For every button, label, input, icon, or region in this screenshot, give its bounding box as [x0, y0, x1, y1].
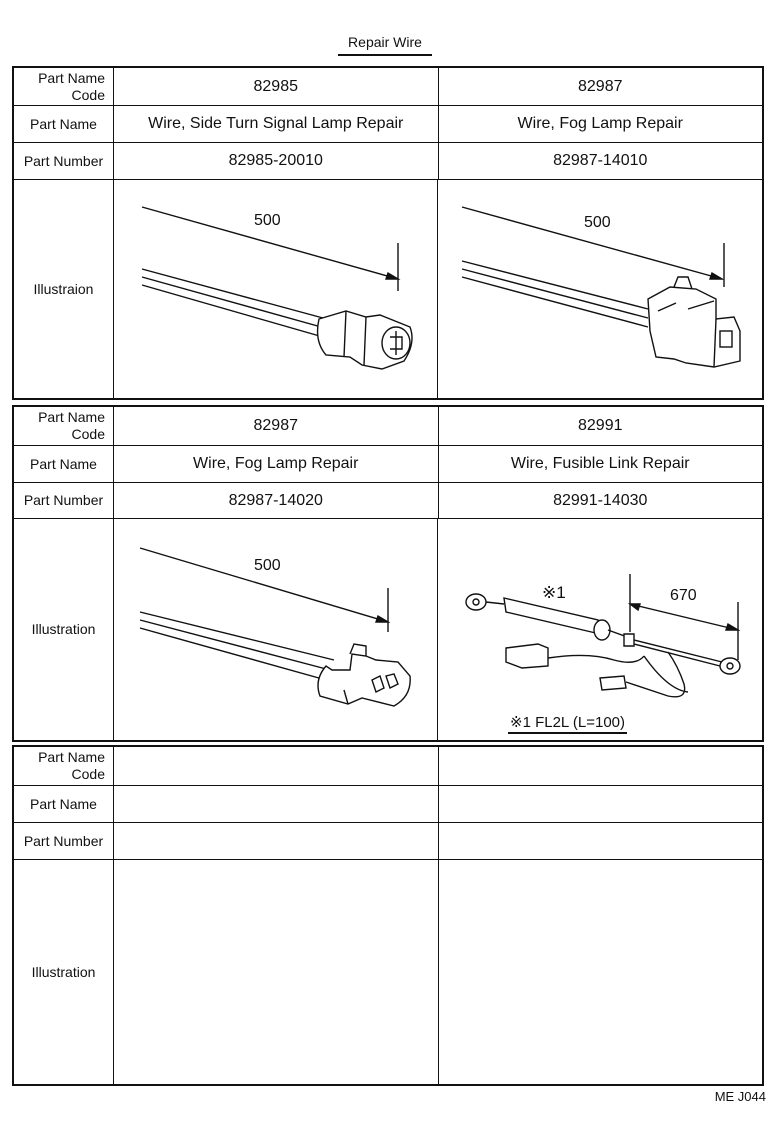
part-code-cell	[114, 747, 438, 785]
dimension-label: 500	[254, 557, 281, 574]
part-name-cell: Wire, Side Turn Signal Lamp Repair	[148, 115, 404, 132]
part-code-row: Part Name Code 82985 82987	[14, 68, 762, 106]
part-name-cell: Wire, Fog Lamp Repair	[193, 455, 359, 472]
parts-table-block-1: Part Name Code 82985 82987 Part Name Wir…	[12, 66, 764, 400]
part-number-cell: 82987-14010	[437, 143, 763, 179]
dimension-label: 500	[584, 214, 611, 231]
label-line-2: Code	[71, 426, 105, 442]
part-number-cell	[114, 823, 438, 859]
wire-connector-drawing	[141, 206, 413, 370]
part-name-code-label: Part Name Code	[14, 407, 114, 445]
part-name-code-label: Part Name Code	[14, 747, 114, 785]
parts-table-block-3: Part Name Code Part Name Part Number Ill…	[12, 745, 764, 1086]
part-name-cell: Wire, Fusible Link Repair	[437, 446, 763, 482]
part-number-label: Part Number	[14, 143, 114, 179]
part-number-cell: 82985-20010	[228, 152, 323, 169]
illustration-row: Illustration 500	[14, 519, 762, 740]
page-footer-code: ME J044	[714, 1089, 766, 1104]
label-line-1: Part Name	[38, 69, 105, 86]
illustration-row: Illustraion 500	[14, 180, 762, 398]
dimension-label: 670	[670, 587, 697, 604]
illustration-label: Illustration	[14, 519, 114, 740]
parts-table-block-2: Part Name Code 82987 82991 Part Name Wir…	[12, 405, 764, 742]
part-number-cell	[437, 823, 763, 859]
part-number-label: Part Number	[14, 483, 114, 518]
part-number-cell: 82991-14030	[437, 483, 763, 518]
part-number-row: Part Number 82987-14020 82991-14030	[14, 483, 762, 519]
part-number-row: Part Number 82985-20010 82987-14010	[14, 143, 762, 180]
part-code-row: Part Name Code 82987 82991	[14, 407, 762, 446]
part-code-cell: 82985	[253, 77, 299, 95]
part-code-cell	[437, 747, 763, 785]
illustration-cell: 500	[437, 180, 762, 398]
part-number-label: Part Number	[14, 823, 114, 859]
fusible-link-note: ※1 FL2L (L=100)	[508, 713, 627, 734]
wire-connector-drawing	[139, 547, 411, 707]
part-code-row: Part Name Code	[14, 747, 762, 786]
illustration-label: Illustraion	[14, 180, 114, 398]
part-name-row: Part Name	[14, 786, 762, 823]
dimension-label: 500	[254, 212, 281, 229]
part-name-cell	[437, 786, 763, 822]
part-name-row: Part Name Wire, Side Turn Signal Lamp Re…	[14, 106, 762, 143]
wire-connector-drawing	[461, 206, 741, 368]
part-name-label: Part Name	[14, 446, 114, 482]
label-line-2: Code	[71, 86, 105, 103]
label-line-1: Part Name	[38, 409, 105, 425]
illustration-cell: 500	[114, 519, 437, 740]
page-title: Repair Wire	[338, 34, 432, 56]
part-number-cell: 82987-14020	[228, 491, 323, 509]
illustration-cell	[114, 860, 438, 1084]
illustration-row: Illustration	[14, 860, 762, 1084]
part-code-cell: 82987	[437, 68, 763, 105]
illustration-cell	[437, 860, 763, 1084]
part-name-cell	[114, 786, 438, 822]
part-name-label: Part Name	[14, 786, 114, 822]
label-line-1: Part Name	[38, 749, 105, 765]
part-number-row: Part Number	[14, 823, 762, 860]
fusible-link-drawing	[465, 574, 741, 698]
fusible-link-marker: ※1	[542, 583, 566, 602]
part-name-code-label: Part Name Code	[14, 68, 114, 105]
illustration-cell: 500	[114, 180, 437, 398]
part-name-cell: Wire, Fog Lamp Repair	[437, 106, 763, 142]
part-name-label: Part Name	[14, 106, 114, 142]
illustration-label: Illustration	[14, 860, 114, 1084]
part-name-row: Part Name Wire, Fog Lamp Repair Wire, Fu…	[14, 446, 762, 483]
part-code-cell: 82987	[253, 417, 299, 434]
part-code-cell: 82991	[437, 407, 763, 445]
label-line-2: Code	[71, 766, 105, 782]
illustration-cell: ※1 670 ※1 FL2L (L=100)	[437, 519, 762, 740]
